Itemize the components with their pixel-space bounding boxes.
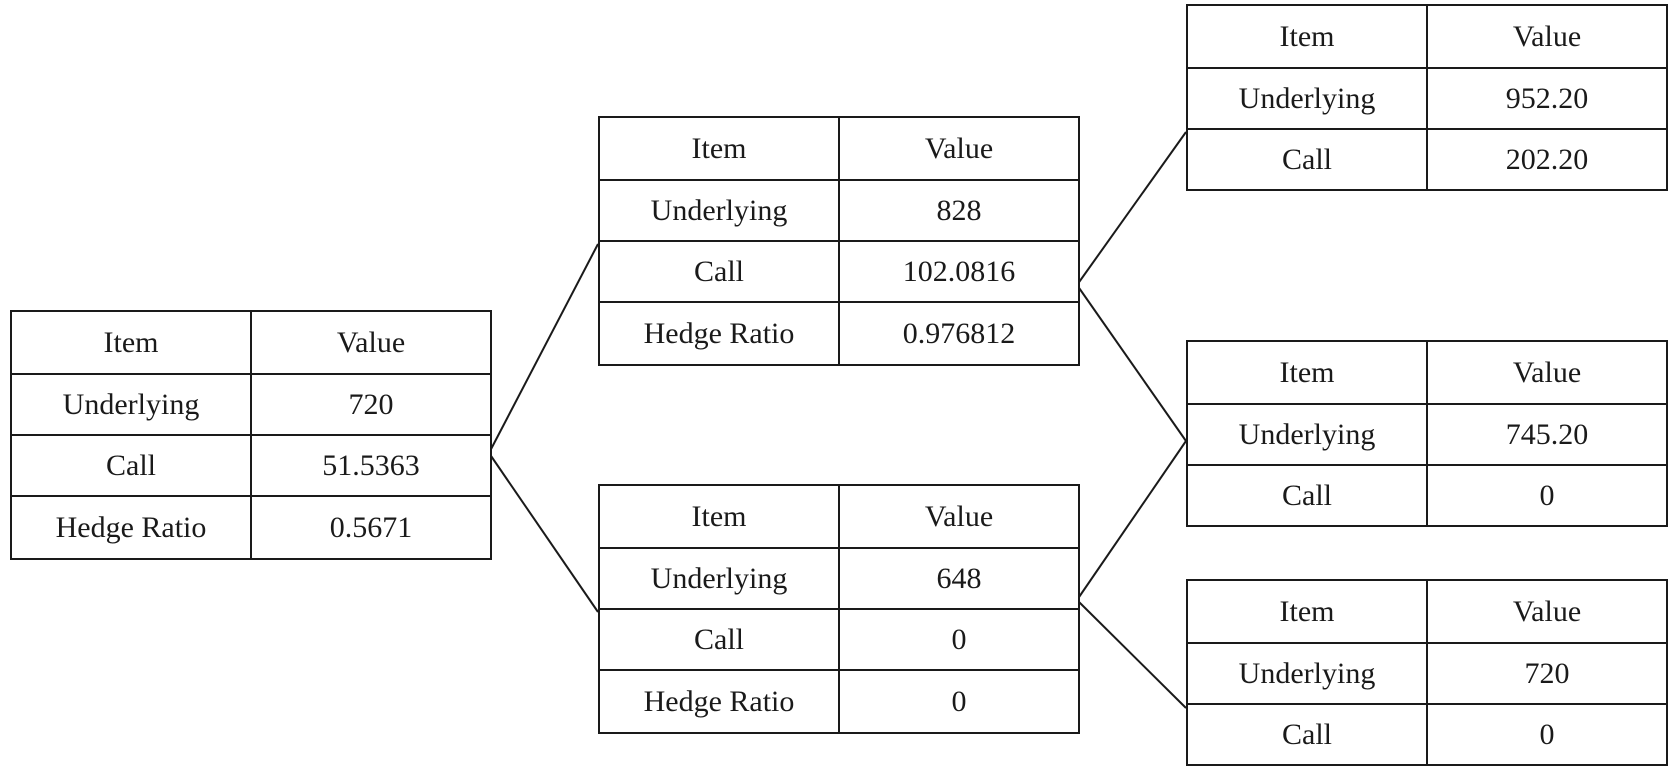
label-underlying: Underlying [1186, 642, 1428, 705]
header-value: Value [838, 484, 1080, 549]
value-call: 102.0816 [838, 240, 1080, 303]
node-updown-table: Item Value Underlying 745.20 Call 0 [1186, 340, 1668, 527]
edge-up-upup [1076, 131, 1187, 286]
edge-root-up [488, 243, 599, 454]
edge-down-downdown [1076, 599, 1187, 709]
label-underlying: Underlying [598, 547, 840, 610]
label-hedge-ratio: Hedge Ratio [10, 495, 252, 560]
value-underlying: 952.20 [1426, 67, 1668, 130]
value-call: 0 [838, 608, 1080, 671]
header-value: Value [1426, 340, 1668, 405]
edge-up-updown [1076, 284, 1187, 442]
header-item: Item [10, 310, 252, 375]
label-call: Call [598, 608, 840, 671]
header-value: Value [1426, 579, 1668, 644]
header-item: Item [1186, 340, 1428, 405]
value-hedge-ratio: 0 [838, 669, 1080, 734]
header-item: Item [598, 116, 840, 181]
label-hedge-ratio: Hedge Ratio [598, 669, 840, 734]
value-underlying: 648 [838, 547, 1080, 610]
value-call: 0 [1426, 464, 1668, 527]
value-call: 51.5363 [250, 434, 492, 497]
value-underlying: 828 [838, 179, 1080, 242]
header-value: Value [1426, 4, 1668, 69]
label-underlying: Underlying [1186, 403, 1428, 466]
value-hedge-ratio: 0.5671 [250, 495, 492, 560]
label-call: Call [10, 434, 252, 497]
label-call: Call [1186, 128, 1428, 191]
label-underlying: Underlying [1186, 67, 1428, 130]
header-value: Value [838, 116, 1080, 181]
label-call: Call [1186, 703, 1428, 766]
label-hedge-ratio: Hedge Ratio [598, 301, 840, 366]
header-item: Item [1186, 4, 1428, 69]
node-downdown-table: Item Value Underlying 720 Call 0 [1186, 579, 1668, 766]
value-underlying: 720 [1426, 642, 1668, 705]
value-hedge-ratio: 0.976812 [838, 301, 1080, 366]
label-call: Call [1186, 464, 1428, 527]
node-up-table: Item Value Underlying 828 Call 102.0816 … [598, 116, 1080, 366]
node-root-table: Item Value Underlying 720 Call 51.5363 H… [10, 310, 492, 560]
label-underlying: Underlying [10, 373, 252, 436]
value-underlying: 745.20 [1426, 403, 1668, 466]
header-item: Item [598, 484, 840, 549]
header-item: Item [1186, 579, 1428, 644]
label-call: Call [598, 240, 840, 303]
node-upup-table: Item Value Underlying 952.20 Call 202.20 [1186, 4, 1668, 191]
value-call: 0 [1426, 703, 1668, 766]
value-call: 202.20 [1426, 128, 1668, 191]
node-down-table: Item Value Underlying 648 Call 0 Hedge R… [598, 484, 1080, 734]
value-underlying: 720 [250, 373, 492, 436]
edge-down-updown [1076, 440, 1187, 601]
edge-root-down [488, 452, 599, 613]
label-underlying: Underlying [598, 179, 840, 242]
header-value: Value [250, 310, 492, 375]
